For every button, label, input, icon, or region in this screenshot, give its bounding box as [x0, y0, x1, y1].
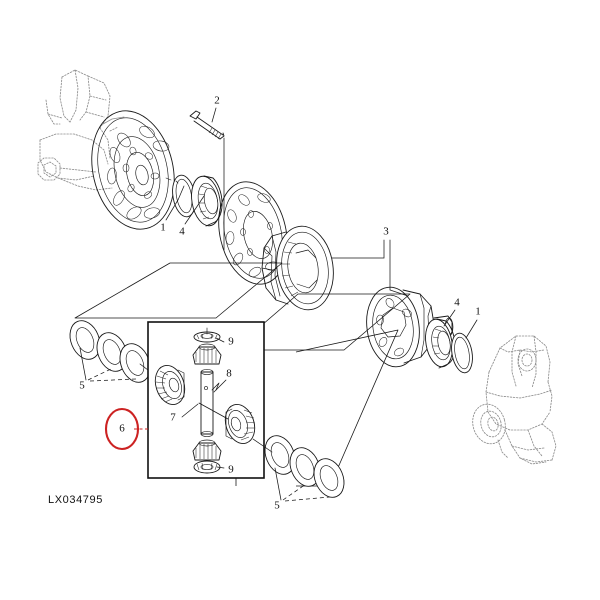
- brake-disc-left: [91, 110, 175, 230]
- cap-screw: [189, 110, 225, 140]
- callout-differential-gear-kit: 6: [119, 423, 125, 435]
- tapered-roller-bearing-right: [425, 318, 456, 369]
- callout-thrust-washer-upper: 9: [228, 336, 234, 348]
- leader-7-right: [198, 402, 229, 420]
- callout-shim-washer-set-lower-right: 5: [274, 500, 280, 512]
- pinion-gear-lower: [192, 439, 222, 461]
- shim-ring-right: [451, 332, 473, 374]
- callout-side-gear: 7: [170, 412, 176, 424]
- callout-differential-case-half: 3: [383, 226, 389, 238]
- leader-3-left: [331, 239, 385, 259]
- leader-9-upper: [215, 337, 225, 343]
- differential-case-half-left: [261, 225, 334, 311]
- leader-8-arrow: [211, 382, 220, 391]
- callout-pinion-shaft: 8: [226, 368, 232, 380]
- axle-housing-left: [37, 69, 113, 191]
- callout-shim-ring-right: 1: [475, 306, 481, 318]
- callout-6-highlight-circle: [104, 407, 140, 451]
- leader-1-right: [465, 319, 478, 339]
- shim-washer: [119, 343, 151, 383]
- part-number-label: LX034795: [48, 494, 103, 506]
- pinion-gear-upper: [192, 343, 222, 365]
- exploded-plane-guide-left: [74, 262, 283, 319]
- callout-labels: 1 2 3 4 4 1 5 5 6 7 8 9 9: [79, 95, 481, 512]
- shim-washer: [264, 435, 296, 475]
- leader-3-right: [389, 239, 409, 297]
- leader-4-left: [184, 195, 205, 225]
- side-gear-left: [154, 365, 186, 405]
- axle-housing-right: [472, 335, 557, 465]
- shim-washer: [69, 320, 101, 360]
- thrust-washer-lower: [193, 460, 221, 474]
- leader-7-left: [181, 403, 199, 418]
- shim-washer-set-upper-left: [69, 320, 151, 383]
- leader-4-right: [443, 309, 456, 327]
- side-gear-right: [224, 404, 256, 444]
- callout-tapered-roller-bearing-left: 4: [179, 226, 185, 238]
- callout-cap-screw: 2: [214, 95, 220, 107]
- callout-thrust-washer-lower: 9: [228, 464, 234, 476]
- pinion-shaft: [200, 369, 214, 437]
- shim-washer: [289, 447, 321, 487]
- callout-tapered-roller-bearing-right: 4: [454, 297, 460, 309]
- leader-9-lower: [216, 466, 225, 469]
- callout-shim-washer-set-upper-left: 5: [79, 380, 85, 392]
- leader-2: [211, 107, 217, 123]
- leader-inset-left: [139, 363, 149, 371]
- thrust-washer-upper: [193, 327, 221, 343]
- shim-washer-set-lower-right: [264, 435, 345, 502]
- shim-washer: [313, 458, 345, 498]
- leader-sidegear-washer: [252, 438, 273, 453]
- callout-shim-ring-left: 1: [160, 222, 166, 234]
- leader-1-left: [165, 185, 185, 221]
